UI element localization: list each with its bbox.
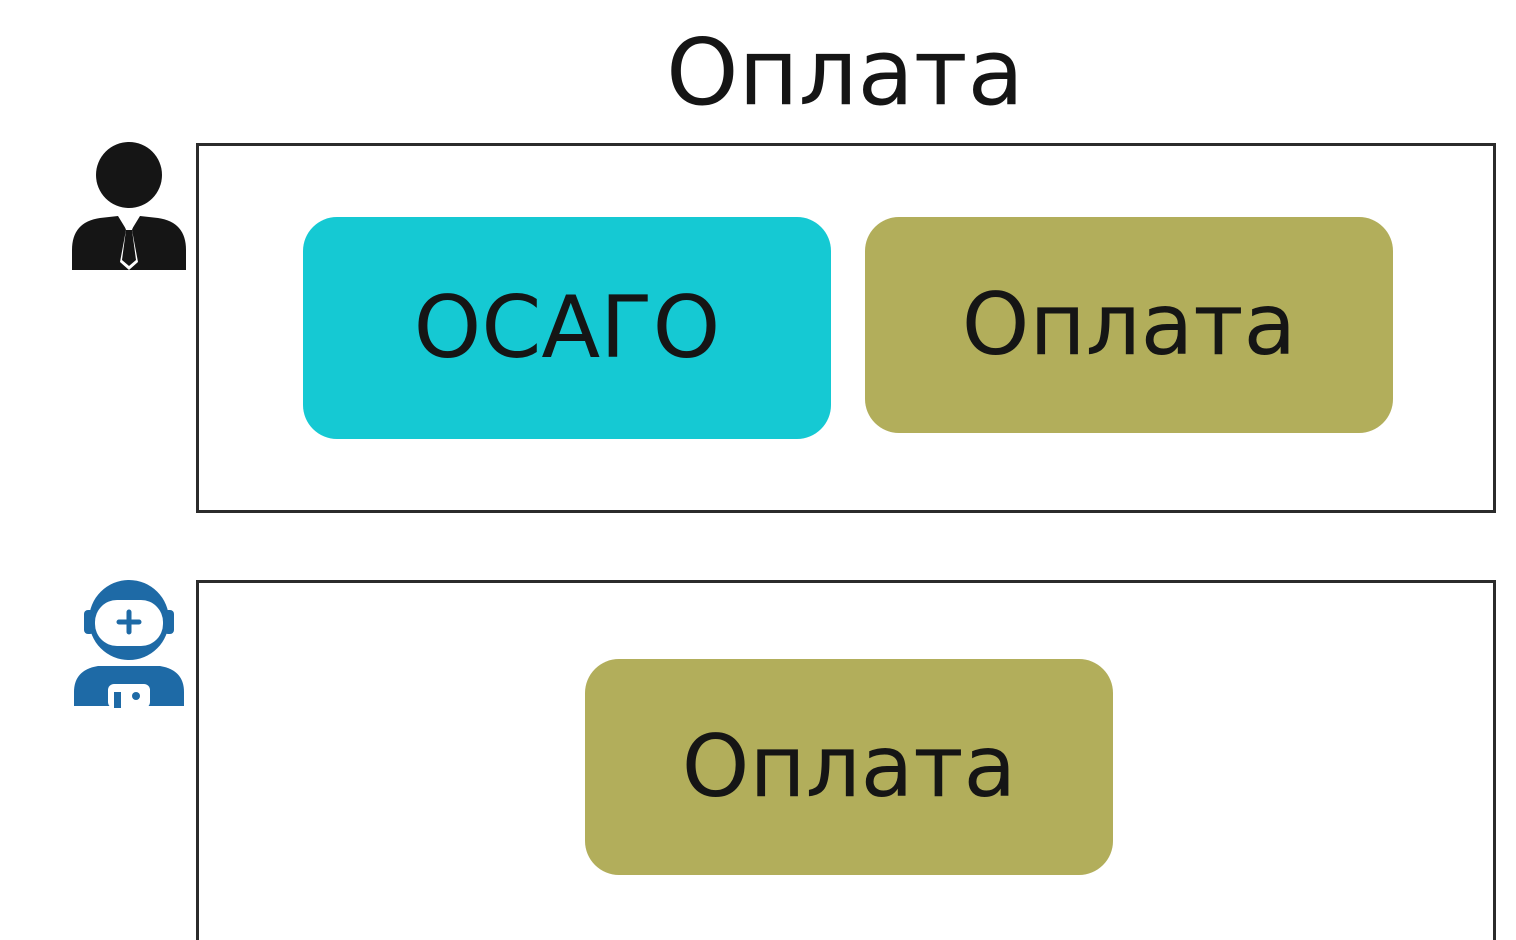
- person-businessman-icon: [70, 142, 188, 272]
- payment-chip[interactable]: Оплата: [585, 659, 1113, 875]
- human-row-panel: ОСАГО Оплата: [196, 143, 1496, 513]
- page-title: Оплата: [666, 19, 1024, 126]
- osago-chip[interactable]: ОСАГО: [303, 217, 831, 439]
- payment-chip[interactable]: Оплата: [865, 217, 1393, 433]
- robot-assistant-icon: [70, 578, 188, 708]
- robot-row-panel: Оплата: [196, 580, 1496, 940]
